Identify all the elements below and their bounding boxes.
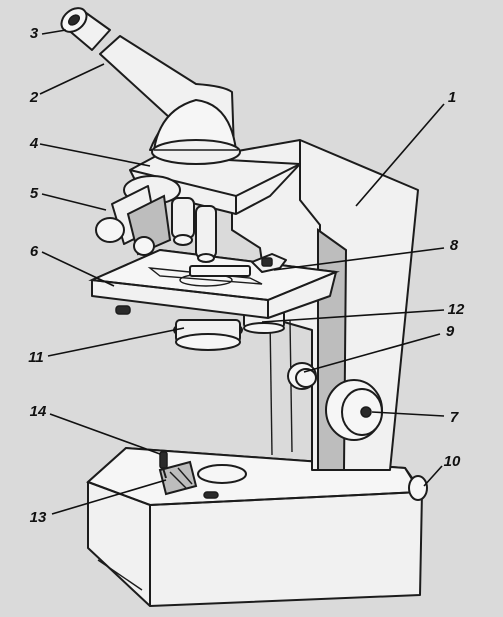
base-screw <box>203 491 219 499</box>
revolving-nosepiece <box>123 155 301 215</box>
base-side-knob <box>408 475 428 501</box>
microscope-base <box>86 446 423 607</box>
callout-14: 14 <box>29 403 47 420</box>
eyepiece <box>60 7 111 51</box>
callout-2: 2 <box>29 89 39 106</box>
callout-8: 8 <box>449 237 459 254</box>
stage-clip <box>251 253 287 273</box>
callout-12: 12 <box>447 301 465 318</box>
callout-11: 11 <box>28 349 44 366</box>
callout-10: 10 <box>443 453 461 470</box>
diaphragm-lever <box>159 451 168 479</box>
callout-6: 6 <box>29 243 39 260</box>
callout-7: 7 <box>449 409 459 426</box>
callout-3: 3 <box>29 25 39 42</box>
callout-4: 4 <box>29 135 39 152</box>
callout-13: 13 <box>29 509 47 526</box>
leader-lines <box>39 29 445 515</box>
eyepiece-tube <box>99 35 241 165</box>
callout-5: 5 <box>29 185 39 202</box>
callout-1: 1 <box>447 89 457 106</box>
fine-focus-knob <box>325 379 383 441</box>
light-source-window <box>158 460 247 496</box>
callout-9: 9 <box>445 323 455 340</box>
condenser <box>173 309 285 351</box>
coarse-focus-knob <box>287 362 317 390</box>
objective-lenses <box>95 185 217 263</box>
